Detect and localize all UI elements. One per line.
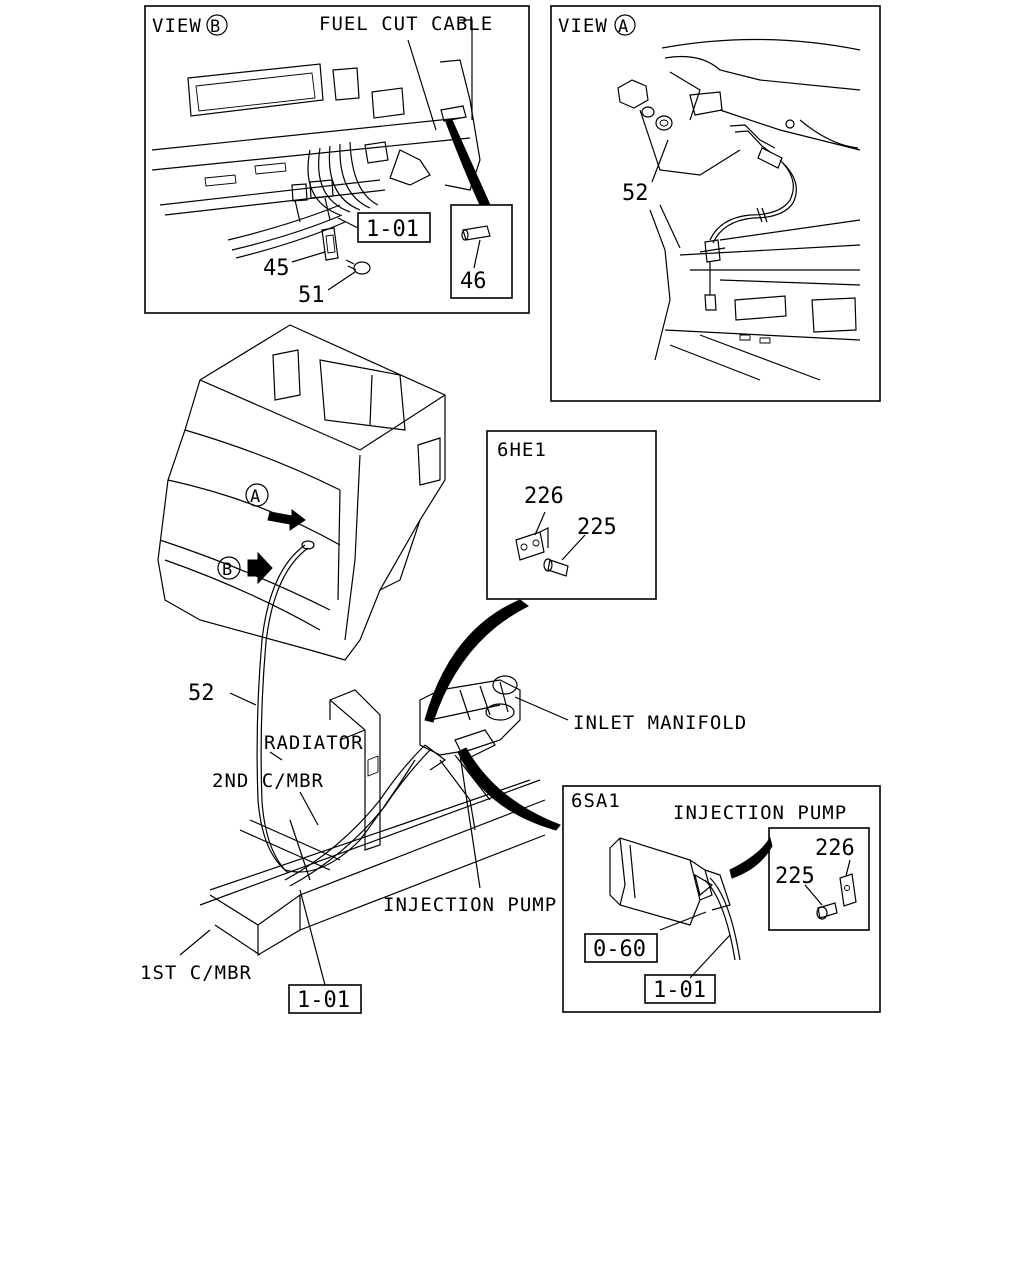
bracket-226-detail-shape bbox=[839, 873, 857, 907]
main-part-52: 52 bbox=[188, 681, 215, 706]
bolt-225-shape bbox=[547, 559, 569, 577]
box-6sa1-ref-1-01-box bbox=[644, 974, 716, 1004]
view-b-letter: B bbox=[210, 17, 220, 37]
arrow-a-icon bbox=[267, 508, 306, 531]
box-6he1-part-225: 225 bbox=[577, 515, 617, 540]
part-51-label: 51 bbox=[298, 283, 325, 308]
view-b-ref-1-01: 1-01 bbox=[366, 217, 419, 242]
view-a-title: VIEW bbox=[558, 15, 608, 37]
bolt-225-detail-shape bbox=[817, 902, 838, 919]
main-ref-box bbox=[288, 984, 362, 1014]
marker-b-circle bbox=[217, 556, 241, 580]
box-6sa1-detail-frame bbox=[768, 827, 870, 931]
marker-a-letter: A bbox=[250, 487, 260, 507]
part-46-label: 46 bbox=[460, 269, 487, 294]
view-b-ref-box bbox=[357, 212, 431, 243]
view-b-illustration bbox=[151, 19, 491, 291]
marker-a-circle bbox=[245, 483, 269, 507]
box-6he1-title: 6HE1 bbox=[497, 439, 547, 461]
box-6sa1-ref-0-60-box bbox=[584, 933, 658, 963]
box-6sa1-title: 6SA1 bbox=[571, 790, 621, 812]
injection-pump-label: INJECTION PUMP bbox=[383, 894, 557, 916]
first-cmbr-label: 1ST C/MBR bbox=[140, 962, 252, 984]
box-6sa1: 6SA1 INJECTION PUMP bbox=[562, 785, 881, 1013]
box-6he1-frame bbox=[486, 430, 657, 600]
view-a-frame bbox=[550, 5, 881, 402]
box-6sa1-ref-1-01: 1-01 bbox=[653, 978, 706, 1003]
view-a-letter: A bbox=[618, 17, 628, 37]
bracket-226-shape bbox=[515, 531, 545, 561]
part-46-shape bbox=[462, 225, 491, 241]
view-a-illustration bbox=[617, 38, 861, 381]
view-b-panel: VIEW B FUEL CUT CABLE bbox=[144, 5, 530, 314]
box-6sa1-ref-0-60: 0-60 bbox=[593, 937, 646, 962]
detail-46-box bbox=[450, 204, 513, 299]
view-b-frame bbox=[144, 5, 530, 314]
view-b-title: VIEW bbox=[152, 15, 202, 37]
second-cmbr-label: 2ND C/MBR bbox=[212, 770, 324, 792]
view-a-panel: VIEW A bbox=[550, 5, 881, 402]
box-6sa1-illustration bbox=[609, 836, 773, 979]
arrow-b-icon bbox=[247, 551, 273, 585]
inlet-manifold-label: INLET MANIFOLD bbox=[573, 712, 747, 734]
box-6he1-part-226: 226 bbox=[524, 484, 564, 509]
view-b-circle bbox=[206, 14, 228, 36]
box-6sa1-pump-label: INJECTION PUMP bbox=[673, 802, 847, 824]
view-a-circle bbox=[614, 14, 636, 36]
main-ref-1-01: 1-01 bbox=[297, 988, 350, 1013]
box-6sa1-part-225: 225 bbox=[775, 864, 815, 889]
marker-b-letter: B bbox=[222, 560, 232, 580]
chassis-illustration bbox=[179, 599, 569, 986]
view-a-part-52: 52 bbox=[622, 181, 649, 206]
truck-cab-illustration bbox=[157, 324, 446, 874]
box-6he1: 6HE1 bbox=[486, 430, 657, 600]
box-6sa1-frame bbox=[562, 785, 881, 1013]
part-45-label: 45 bbox=[263, 256, 290, 281]
box-6sa1-part-226: 226 bbox=[815, 836, 855, 861]
fuel-cut-cable-label: FUEL CUT CABLE bbox=[319, 13, 493, 35]
radiator-label: RADIATOR bbox=[264, 732, 364, 754]
